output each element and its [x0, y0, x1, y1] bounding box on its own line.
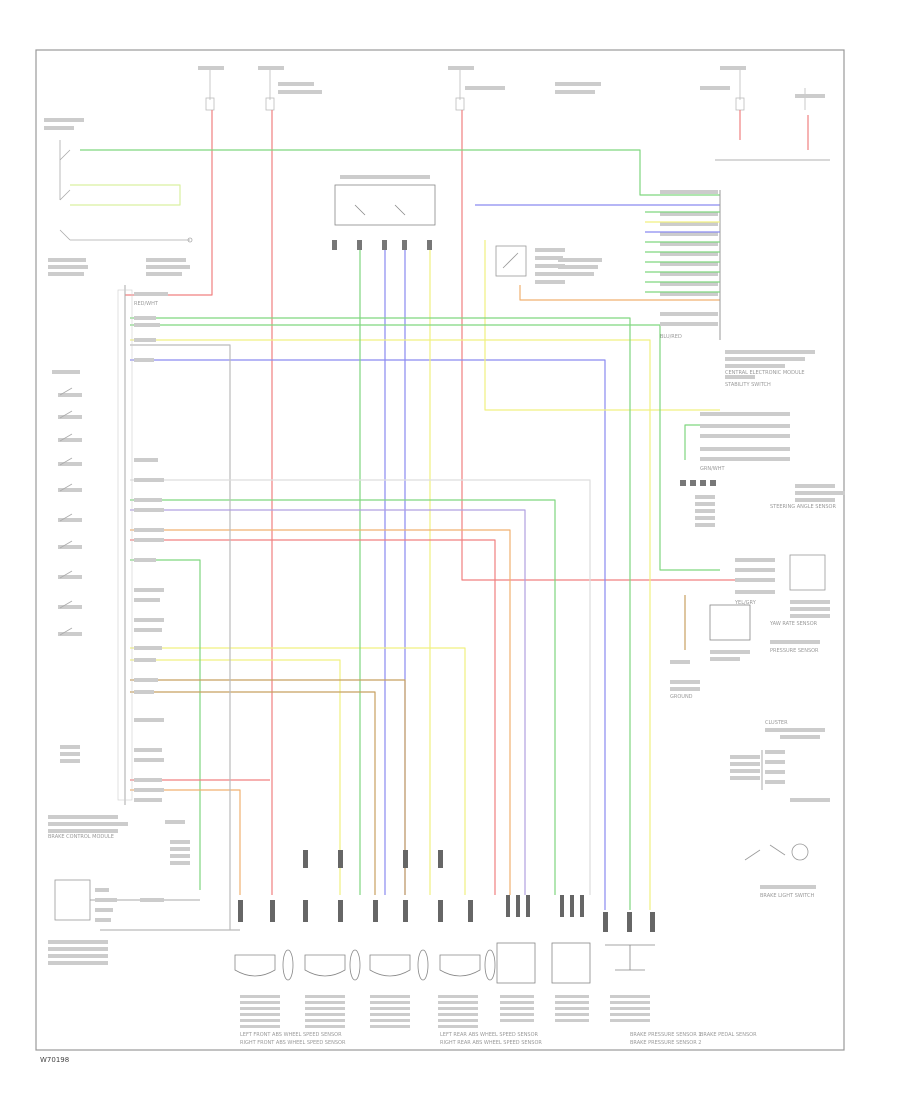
bottom-label-blocks: [240, 995, 650, 1028]
brake-light-switch-symbol: [744, 843, 809, 861]
bottom-sensors: [234, 942, 655, 984]
wire-green-4: [684, 424, 720, 460]
wire-yellow-4: [130, 647, 466, 895]
wire-green-5: [130, 499, 556, 895]
wire-green-top: [80, 149, 720, 196]
wire-brown-1: [130, 679, 406, 895]
bottom-label-lf: LEFT FRONT ABS WHEEL SPEED SENSOR: [240, 1032, 342, 1038]
wire-yellow-5: [130, 659, 341, 895]
cluster-block: [730, 728, 830, 802]
steering-sensor-labels: [695, 495, 715, 527]
wire-label-4: RED/WHT: [134, 301, 159, 307]
wire-green-3: [130, 324, 720, 571]
bound-labels: BRAKE CONTROL MODULE STABILITY SWITCH ST…: [48, 301, 836, 1046]
bottom-label-bps1: BRAKE PRESSURE SENSOR 1: [630, 1032, 701, 1038]
wire-red-6: [130, 539, 496, 895]
wire-green-switch: [70, 184, 181, 206]
yaw-rate-sensor-labels: [735, 558, 830, 618]
brake-pressure-sensor-1-box: [496, 942, 536, 984]
central-module-connector: [535, 190, 815, 368]
wire-orange-3: [130, 789, 241, 895]
bottom-label-lr: LEFT REAR ABS WHEEL SPEED SENSOR: [440, 1032, 539, 1038]
wire-gray-2: [130, 479, 591, 895]
central-electronic-module-label: CENTRAL ELECTRONIC MODULE: [725, 370, 805, 376]
brake-light-switch-label: [760, 885, 816, 889]
stability-switch-label: STABILITY SWITCH: [725, 382, 771, 388]
wire-gray-1: [130, 344, 231, 930]
bottom-label-bps2: BRAKE PRESSURE SENSOR 2: [630, 1040, 701, 1046]
wire-orange-1: [519, 285, 720, 301]
steering-angle-sensor-label: STEERING ANGLE SENSOR: [770, 504, 836, 510]
ground-label: GROUND: [670, 694, 693, 700]
wire-red-3: [461, 110, 770, 581]
brake-pedal-sensor-shape: [605, 944, 655, 971]
brake-light-switch-text: BRAKE LIGHT SWITCH: [760, 893, 815, 899]
mid-connector-pins: [303, 850, 443, 868]
cluster-label: CLUSTER: [765, 720, 788, 726]
pressure-sensor-box: [709, 604, 751, 641]
bottom-left-module: [48, 820, 190, 965]
pressure-sensor-label: PRESSURE SENSOR: [770, 648, 819, 654]
bottom-connector-pins: [238, 895, 655, 932]
control-module-label: BRAKE CONTROL MODULE: [48, 834, 114, 840]
pressure-sensor-labels: [670, 640, 820, 691]
brake-relay: [495, 245, 527, 277]
connector-pin-labels: [134, 292, 168, 802]
diagram-code: W70198: [40, 1056, 69, 1064]
right-components: [670, 375, 845, 889]
top-fuse-labels: [44, 66, 825, 130]
wire-brown-2: [130, 691, 376, 895]
bottom-label-rr: RIGHT REAR ABS WHEEL SPEED SENSOR: [440, 1040, 542, 1046]
left-labels: [48, 258, 190, 833]
steering-sensor-pins: [680, 480, 716, 486]
wire-label-1: GRN/WHT: [700, 466, 725, 472]
top-fuses: [205, 70, 806, 111]
left-switches: [59, 140, 193, 636]
wire-yellow-3: [130, 339, 651, 910]
yaw-rate-sensor-label: YAW RATE SENSOR: [769, 621, 818, 627]
brake-pressure-sensor-2-box: [551, 942, 591, 984]
wire-label-3: BLU/RED: [660, 334, 682, 340]
bottom-label-bpedal: BRAKE PEDAL SENSOR: [700, 1032, 757, 1038]
wire-label-2: YEL/GRY: [734, 600, 757, 606]
bottom-label-rf: RIGHT FRONT ABS WHEEL SPEED SENSOR: [240, 1040, 346, 1046]
wire-green-1: [130, 317, 631, 910]
control-module-connector: [117, 285, 133, 805]
rf-wheel-sensor-shape: [304, 954, 346, 977]
lf-wheel-sensor-shape: [234, 954, 276, 977]
relay-box: [334, 175, 436, 226]
wire-purple-1: [130, 509, 526, 895]
lr-wheel-sensor-shape: [369, 954, 411, 977]
wire-blue-4: [130, 359, 606, 910]
wire-orange-2: [130, 529, 511, 895]
central-module-wire-stubs: [645, 211, 720, 293]
yaw-rate-sensor-box: [789, 554, 826, 591]
rr-wheel-sensor-shape: [439, 954, 481, 977]
diagram-frame: [35, 49, 845, 1051]
wire-yellow-1: [484, 240, 720, 411]
relay-pins: [332, 240, 432, 250]
stability-switch-block: [700, 375, 845, 502]
